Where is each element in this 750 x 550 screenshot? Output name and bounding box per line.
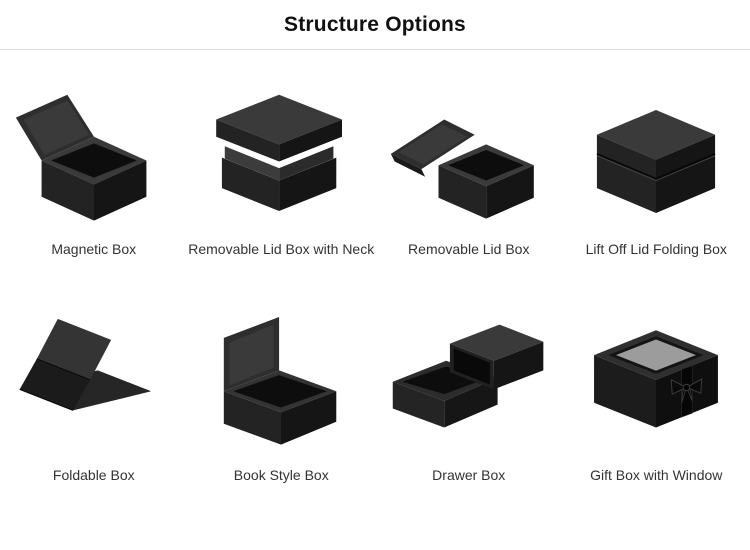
drawer-sleeve [449,324,544,390]
foldable-box-panels [19,318,151,411]
gift-box-with-window-image [594,330,719,428]
magnetic-box-body [41,136,147,221]
book-style-box-label: Book Style Box [233,467,329,483]
lift-off-box-body [596,110,716,213]
structure-options-grid: Magnetic Box [0,50,750,490]
gift-box-with-window-figure [563,290,750,464]
drawer-box-figure [375,290,563,464]
structure-option-magnetic-box: Magnetic Box [0,64,188,264]
page-header: Structure Options [0,0,750,50]
box-window [608,336,705,374]
lift-off-lid-folding-box-label: Lift Off Lid Folding Box [585,241,727,257]
structure-option-drawer-box: Drawer Box [375,290,563,490]
book-box-base [224,370,337,445]
magnetic-box-lid [15,94,94,161]
structure-option-book-style-box: Book Style Box [188,290,376,490]
page-title: Structure Options [284,13,466,36]
removable-lid-box-label: Removable Lid Box [408,241,530,257]
magnetic-box-image [15,94,147,221]
drawer-box-label: Drawer Box [432,467,506,483]
foldable-box-label: Foldable Box [52,467,135,483]
removable-lid-box-with-neck-label: Removable Lid Box with Neck [188,241,375,257]
foldable-box-image [19,318,151,411]
removable-lid-box-with-neck-figure [188,64,376,238]
drawer-box-image [392,324,544,428]
removable-lid-box-with-neck-image [216,94,343,212]
structure-option-foldable-box: Foldable Box [0,290,188,490]
foldable-box-figure [0,290,188,464]
removable-lid-box-image [390,119,534,219]
structure-option-removable-lid-box: Removable Lid Box [375,64,563,264]
neck-box-neck [225,146,334,181]
structure-option-gift-box-with-window: Gift Box with Window [563,290,750,490]
window-box-body [594,330,719,428]
structure-option-lift-off-lid-folding-box: Lift Off Lid Folding Box [563,64,750,264]
removable-lid-box-figure [375,64,563,238]
removable-box-base [438,144,534,219]
book-style-box-image [224,316,337,445]
neck-box-base [222,157,337,212]
magnetic-box-label: Magnetic Box [51,241,137,257]
gift-box-with-window-label: Gift Box with Window [590,467,723,483]
book-style-box-figure [188,290,376,464]
ribbon-bow [670,365,703,418]
lift-off-lid-folding-box-image [596,110,716,213]
lift-off-lid-folding-box-figure [563,64,750,238]
book-box-lid [224,316,280,392]
magnetic-box-figure [0,64,188,238]
structure-option-removable-lid-box-with-neck: Removable Lid Box with Neck [188,64,376,264]
removable-box-lid [390,119,475,177]
